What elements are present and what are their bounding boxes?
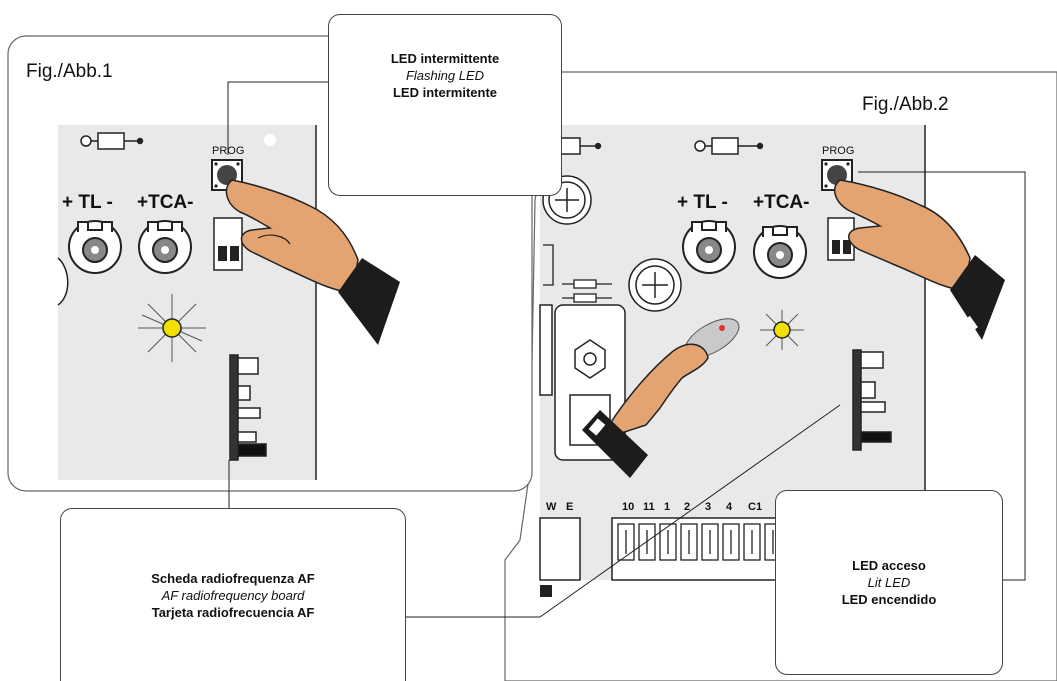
led-flashing-icon bbox=[138, 294, 206, 362]
trimmer-tca-fig1 bbox=[138, 220, 192, 274]
lit-led-text-es: LED encendido bbox=[841, 592, 937, 607]
rf-board-text-it: Scheda radiofrequenza AF bbox=[151, 570, 315, 586]
figure-1-label: Fig./Abb.1 bbox=[26, 61, 113, 82]
figure-2-label: Fig./Abb.2 bbox=[862, 94, 949, 115]
terminal-label: E bbox=[566, 501, 573, 513]
rf-board-fig1 bbox=[229, 354, 267, 461]
terminal-label: 4 bbox=[726, 501, 733, 513]
capacitor-edge-icon bbox=[57, 257, 69, 306]
terminal-label: C1 bbox=[748, 501, 762, 513]
figure-1-board bbox=[58, 125, 316, 480]
diode-icon bbox=[543, 244, 612, 303]
hand-holding-remote-icon bbox=[582, 343, 709, 478]
trimmer-tca-fig2 bbox=[753, 225, 807, 279]
terminal-label: 1 bbox=[664, 501, 670, 513]
resistor-icon bbox=[80, 132, 144, 150]
prog-label-fig2: PROG bbox=[822, 145, 854, 157]
rf-board-text-en: AF radiofrequency board bbox=[161, 587, 305, 603]
terminal-label: 3 bbox=[705, 501, 711, 513]
terminal-label: 11 bbox=[643, 501, 655, 513]
tl-label-fig2: + TL - bbox=[677, 192, 728, 213]
rf-board-text-es: Tarjeta radiofrecuencia AF bbox=[151, 604, 315, 620]
terminal-label: W bbox=[546, 501, 557, 513]
lit-led-text-en: Lit LED bbox=[867, 575, 911, 590]
flashing-led-text-it: LED intermittente bbox=[390, 50, 500, 66]
pointing-hand-fig1-icon bbox=[225, 179, 400, 345]
leader-line-rf-board-fig2 bbox=[539, 404, 841, 618]
flashing-led-text-en: Flashing LED bbox=[405, 67, 485, 83]
resistor-icon bbox=[540, 137, 764, 155]
trimmer-tl-fig2 bbox=[682, 220, 736, 274]
lit-led-text-it: LED acceso bbox=[852, 558, 926, 573]
callout-lit-led: LED acceso Lit LED LED encendido bbox=[775, 490, 1003, 675]
led-lit-icon bbox=[760, 310, 804, 350]
flashing-led-text-es: LED intermitente bbox=[392, 84, 497, 100]
rf-board-fig2 bbox=[852, 349, 892, 451]
terminal-label: 2 bbox=[684, 501, 690, 513]
trimmer-tl-fig1 bbox=[68, 220, 122, 274]
tca-label-fig1: +TCA- bbox=[137, 192, 193, 213]
callout-flashing-led: LED intermittente Flashing LED LED inter… bbox=[328, 14, 562, 196]
terminal-label: 10 bbox=[622, 501, 634, 513]
pointing-hand-fig2-icon bbox=[833, 179, 1005, 340]
tca-label-fig2: +TCA- bbox=[753, 192, 809, 213]
callout-rf-board: Scheda radiofrequenza AF AF radiofrequen… bbox=[60, 508, 406, 681]
leader-line-flashing-led bbox=[227, 81, 328, 155]
leader-line-lit-led bbox=[858, 171, 1026, 581]
tl-label-fig1: + TL - bbox=[62, 192, 113, 213]
jumper-fig1 bbox=[213, 217, 243, 271]
